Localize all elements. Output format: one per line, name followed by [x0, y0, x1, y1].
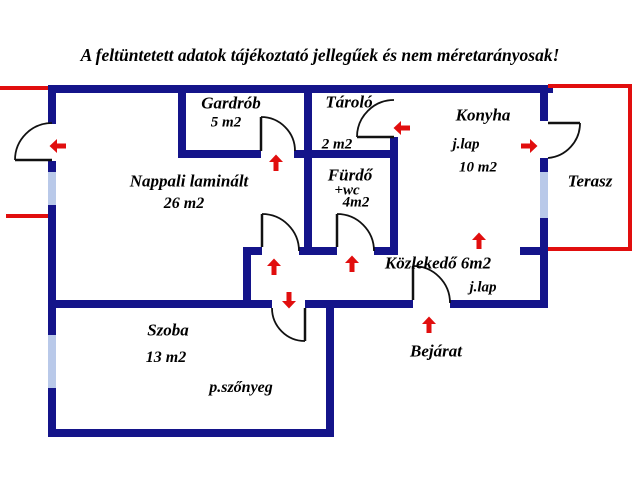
- wall-gardrob-furdo-vertical: [304, 93, 312, 255]
- entry-left-door: [14, 122, 53, 162]
- wall-outer-left-mid: [48, 205, 56, 335]
- label-konyha-floor: j.lap: [452, 136, 480, 153]
- nappali-kozlekedo-door: [260, 213, 300, 252]
- konyha-terasz-door: [547, 121, 581, 159]
- label-szoba-floor: p.szőnyeg: [209, 379, 273, 396]
- label-szoba-area: 13 m2: [145, 349, 187, 366]
- bejarat-door-arc: [412, 265, 451, 304]
- wall-outer-left-jamb: [48, 161, 56, 172]
- arrow-terasz: [521, 139, 538, 153]
- label-furdo-area: 4m2: [342, 194, 370, 211]
- wall-furdo-bottom-left-stub: [243, 247, 262, 255]
- wall-szoba-bottom: [48, 429, 334, 437]
- label-konyha: Konyha: [455, 105, 511, 125]
- konyha-terasz-door-arc: [547, 122, 581, 159]
- tarolo-door-arc: [356, 99, 395, 138]
- wall-outer-left-upper: [48, 85, 56, 124]
- label-nappali: Nappali laminált: [129, 171, 249, 191]
- red-line-top-left: [0, 86, 48, 90]
- gardrob-door-arc: [260, 116, 296, 152]
- wall-tarolo-bottom: [294, 150, 398, 158]
- window-szoba-left: [48, 335, 56, 388]
- furdo-door: [335, 213, 375, 252]
- label-gardrob: Gardrób: [201, 93, 261, 113]
- wall-gardrob-bottom: [178, 150, 261, 158]
- red-line-terasz-top: [548, 84, 632, 88]
- szoba-door: [271, 307, 307, 342]
- tarolo-door: [356, 99, 395, 139]
- disclaimer-text: A feltüntetett adatok tájékoztató jelleg…: [80, 45, 560, 65]
- wall-szoba-right: [326, 300, 334, 437]
- label-kozlekedo-floor: j.lap: [469, 279, 497, 296]
- window-nappali-left: [48, 172, 56, 205]
- arrow-furdo: [345, 255, 359, 272]
- wall-konyha-bottom-stub: [520, 247, 548, 255]
- wall-furdo-bottom-right: [374, 247, 398, 255]
- wall-outer-left-lower: [48, 388, 56, 437]
- wall-mid-horizontal-right: [450, 300, 548, 308]
- wall-mid-horizontal-center: [305, 300, 413, 308]
- entry-left-door-arc: [14, 122, 53, 161]
- szoba-door-arc: [271, 307, 306, 342]
- label-furdo: Fürdő: [327, 165, 373, 185]
- label-tarolo: Tároló: [325, 92, 373, 112]
- wall-outer-right-jamb: [540, 158, 548, 172]
- nappali-kozlekedo-door-arc: [261, 213, 300, 252]
- arrow-entry-left: [49, 139, 66, 153]
- wall-mid-horizontal-left: [48, 300, 272, 308]
- wall-outer-right-upper: [540, 85, 548, 121]
- arrow-konyha-passage: [472, 232, 486, 249]
- wall-outer-right-lower: [540, 218, 548, 308]
- label-tarolo-area: 2 m2: [321, 136, 353, 153]
- red-line-terasz-right: [628, 84, 632, 251]
- label-bejarat: Bejárat: [410, 341, 462, 361]
- red-line-mid-left: [6, 214, 48, 218]
- label-szoba: Szoba: [147, 320, 189, 340]
- label-kozlekedo: Közlekedő 6m2: [384, 253, 492, 273]
- bejarat-door: [411, 265, 451, 304]
- wall-outer-top: [48, 85, 553, 93]
- window-kozlekedo-right: [540, 172, 548, 218]
- wall-konyha-left: [390, 137, 398, 255]
- label-furdo-wc: +wc: [334, 182, 360, 199]
- gardrob-door: [259, 116, 296, 152]
- arrow-szoba: [282, 292, 296, 309]
- red-line-terasz-bottom: [548, 247, 628, 251]
- wall-furdo-bottom-mid: [299, 247, 337, 255]
- label-konyha-area: 10 m2: [459, 159, 497, 176]
- arrow-gardrob: [269, 154, 283, 171]
- arrow-nappali-kozlekedo: [267, 258, 281, 275]
- label-gardrob-area: 5 m2: [210, 114, 242, 131]
- furdo-door-arc: [336, 213, 375, 252]
- arrow-bejarat: [422, 316, 436, 333]
- label-nappali-area: 26 m2: [163, 195, 205, 212]
- wall-gardrob-left: [178, 93, 186, 158]
- wall-nappali-kozlekedo-stub: [243, 247, 251, 308]
- label-terasz: Terasz: [567, 171, 613, 191]
- arrow-tarolo: [393, 121, 410, 135]
